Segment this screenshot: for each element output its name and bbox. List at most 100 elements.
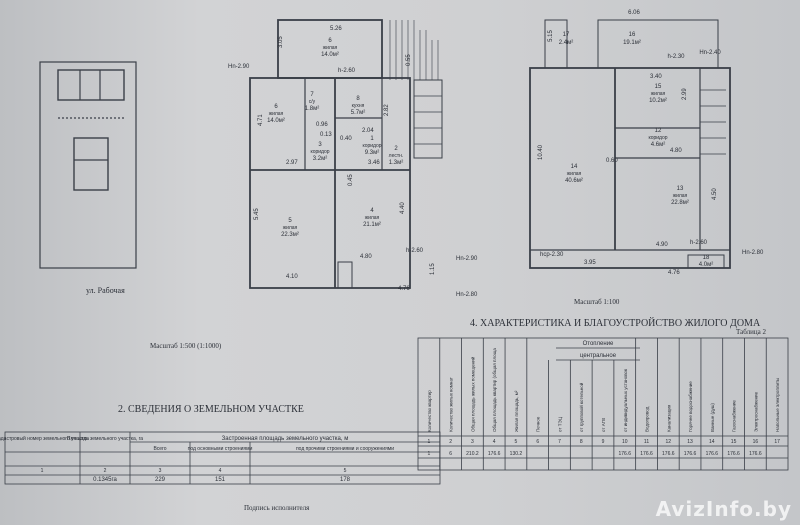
- room-area: 3.2м²: [313, 156, 327, 162]
- land-header-area: Площадь земельного участка, га: [67, 436, 143, 442]
- house-col-number: 4: [493, 439, 496, 445]
- room-area: 22.3м²: [281, 232, 299, 238]
- house-col-number: 17: [774, 439, 780, 445]
- room-area: 40.6м²: [565, 178, 583, 184]
- dimension-label: 4.40: [400, 202, 406, 214]
- dimension-label: 0.60: [606, 158, 618, 164]
- dimension-label: hcp-2.30: [540, 252, 564, 258]
- room-area: 4.6м²: [651, 142, 665, 148]
- plan1-scale: Масштаб 1:500 (1:1000): [150, 342, 222, 350]
- dimension-label: 3.05: [278, 36, 284, 48]
- house-header-heating: Отопление: [583, 341, 614, 347]
- house-column-header: Электроснабжение: [753, 391, 758, 432]
- room-area: 14.0м²: [267, 118, 285, 124]
- house-col-number: 9: [602, 439, 605, 445]
- house-cell-value: 176.6: [706, 451, 719, 457]
- house-column-header: Общая площадь жилых помещений: [469, 356, 475, 432]
- house-col-number: 15: [731, 439, 737, 445]
- land-col-number: 4: [219, 468, 222, 474]
- land-header-cadastral: Кадастровый номер земельного участка: [0, 435, 89, 442]
- house-col-number: 5: [515, 439, 518, 445]
- plan2-top-label: 5.15: [548, 30, 554, 42]
- room-area: 14.0м²: [321, 52, 339, 58]
- room-area: 4.0м²: [699, 262, 713, 268]
- house-table-number: Таблица 2: [736, 328, 766, 336]
- plan2-top-label: Hn-2.40: [699, 50, 721, 56]
- land-header-main: под основными строениями: [188, 446, 253, 452]
- room-number: 3: [318, 142, 322, 148]
- dimension-label: 0.40: [340, 136, 352, 142]
- house-cell-value: 176.6: [749, 451, 762, 457]
- room-area: 9.3м²: [365, 150, 379, 156]
- dimension-label: 1.15: [430, 263, 436, 275]
- house-column-header: от индивидуальных установок: [623, 369, 628, 432]
- land-header-built: Застроенная площадь земельного участка, …: [222, 436, 349, 442]
- land-col-number: 3: [159, 468, 162, 474]
- plan-floor-1: [249, 19, 443, 289]
- room-number: 2: [394, 146, 398, 152]
- house-column-header: Количество жилых комнат: [449, 377, 454, 432]
- house-column-header: от АГВ: [601, 418, 606, 432]
- house-col-number: 2: [449, 439, 452, 445]
- room-number: 14: [571, 164, 578, 170]
- plan2-scale: Масштаб 1:100: [574, 298, 620, 306]
- house-column-header: Печное: [536, 416, 541, 432]
- room-number: 5: [288, 218, 292, 224]
- house-column-header: Канализация: [666, 404, 671, 432]
- plan2-top-label: 17: [563, 32, 570, 38]
- room-area: 10.2м²: [649, 98, 667, 104]
- house-col-number: 11: [644, 439, 649, 445]
- room-area: 1.8м²: [305, 106, 319, 112]
- dimension-label: h-2.60: [406, 248, 424, 254]
- land-header-other: под прочими строениями и сооружениями: [296, 446, 394, 452]
- dimension-label: 10.40: [538, 144, 544, 160]
- dimension-label: 4.10: [286, 274, 298, 280]
- sign-label: Подпись исполнителя: [244, 504, 310, 512]
- room-number: 18: [703, 255, 710, 261]
- dimension-label: 0.96: [316, 122, 328, 128]
- house-col-number: 8: [580, 439, 583, 445]
- dimension-label: h-2.60: [338, 68, 356, 74]
- plan2-top-label: h-2.30: [667, 54, 685, 60]
- room-number: 8: [356, 96, 360, 102]
- dimension-label: h-2.60: [690, 240, 708, 246]
- house-col-number: 12: [666, 439, 672, 445]
- house-col-number: 13: [687, 439, 693, 445]
- room-type: жилая: [365, 215, 380, 221]
- room-number: 6: [328, 38, 332, 44]
- house-cell-value: 130.2: [510, 451, 523, 457]
- land-cell-value: 151: [215, 477, 226, 483]
- house-cell-value: 176.6: [662, 451, 675, 457]
- house-column-header: Общая площадь квартир (общая площа: [492, 348, 497, 432]
- dimension-label: 3.95: [584, 260, 596, 266]
- room-type: жилая: [323, 45, 338, 51]
- dimension-label: 5.26: [330, 26, 342, 32]
- room-type: коридор: [648, 135, 667, 141]
- dimension-label: 2.82: [384, 104, 390, 116]
- land-cell-value: 0.1345га: [93, 477, 117, 483]
- room-type: лестн.: [389, 153, 404, 159]
- room-type: кухня: [352, 103, 365, 109]
- plan2-top-label: 16: [629, 32, 636, 38]
- plan-floor-2: [529, 19, 731, 269]
- land-col-number: 5: [344, 468, 347, 474]
- dimension-label: 4.80: [360, 254, 372, 260]
- house-column-header: Ванные (душ): [710, 403, 715, 432]
- house-column-header: Напольные электроплиты: [775, 378, 780, 432]
- room-number: 7: [310, 92, 314, 98]
- land-col-number: 2: [104, 468, 107, 474]
- room-number: 15: [655, 84, 662, 90]
- room-type: жилая: [567, 171, 582, 177]
- house-col-number: 1: [427, 439, 430, 445]
- land-heading: 2. СВЕДЕНИЯ О ЗЕМЕЛЬНОМ УЧАСТКЕ: [118, 404, 304, 415]
- house-column-header: Горячее водоснабжение: [688, 381, 693, 432]
- plan-floor-1-stair-hatch: [389, 20, 439, 80]
- room-area: 5.7м²: [351, 110, 365, 116]
- house-column-header: от ТЭЦ: [557, 416, 562, 432]
- house-column-header: Количество квартир: [427, 390, 432, 432]
- dimension-label: 0.45: [348, 174, 354, 186]
- room-number: 4: [370, 208, 374, 214]
- plan2-top-label: 2.4м²: [559, 40, 573, 46]
- land-cell-value: 229: [155, 477, 166, 483]
- room-area: 22.8м²: [671, 200, 689, 206]
